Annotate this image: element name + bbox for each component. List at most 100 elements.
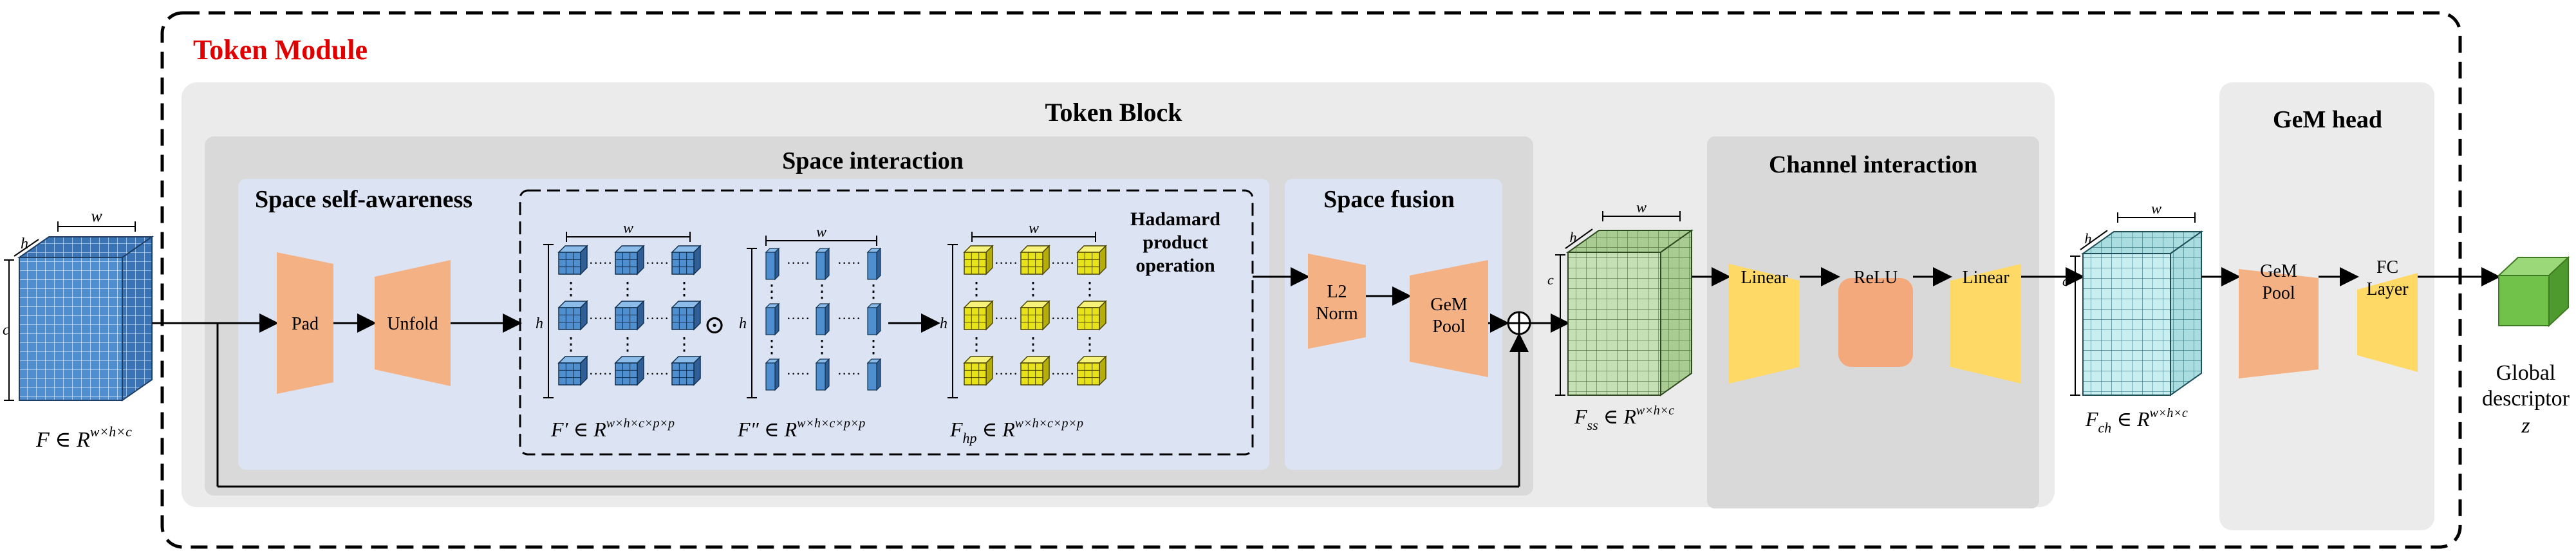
f-dprime-stick-dots-v: ⋮ (864, 337, 882, 357)
f-dprime-stick-dots-h: ····· (787, 366, 810, 382)
l2-norm-label-2: Norm (1316, 304, 1358, 324)
fch-h-dim (2080, 230, 2108, 250)
f-hp-cube-dots-h: ····· (994, 255, 1018, 271)
fch-tensor-cube (2080, 230, 2204, 396)
f-prime-cube-item (614, 300, 645, 331)
fch-w-label: w (2151, 201, 2161, 218)
input-h-label: h (21, 236, 28, 252)
f-dprime-stick-dots-h: ····· (837, 310, 861, 326)
f-hp-cube-dots-v: ⋮ (967, 279, 985, 299)
f-hp-cube-item (1076, 245, 1107, 275)
f-dprime-stick-item (815, 302, 830, 336)
f-prime-cube-item (557, 300, 588, 331)
f-dprime-stick-dots-h: ····· (837, 255, 861, 271)
f-hp-cube-dots-h: ····· (994, 366, 1018, 382)
f-prime-cube-item (557, 245, 588, 275)
f-prime-cube-dots-v: ⋮ (619, 279, 637, 299)
token-module-title: Token Module (193, 34, 368, 66)
f-hp-cube-dots-h: ····· (1051, 366, 1075, 382)
f-hp-cube-item (1020, 245, 1050, 275)
head-gem-label-1: GeM (2260, 261, 2297, 281)
gem-pool-block (1410, 260, 1488, 377)
space-self-awareness-title: Space self-awareness (255, 186, 472, 213)
channel-interaction-title: Channel interaction (1769, 151, 1977, 178)
f-dprime-stick-item (765, 302, 780, 336)
f-hp-cube-item (1020, 300, 1050, 331)
f-hp-formula: Fhp ∈ Rw×h×c×p×p (949, 416, 1083, 446)
f-dprime-stick-item (765, 358, 780, 391)
input-h-dim (14, 239, 39, 257)
f-dprime-h-label: h (739, 315, 747, 332)
pad-label: Pad (292, 314, 319, 334)
relu-label: ReLU (1854, 268, 1898, 288)
fch-c-label: c (2062, 273, 2069, 289)
f-dprime-stick-dots-v: ⋮ (864, 282, 882, 302)
f-hp-h-label: h (940, 315, 947, 332)
f-hp-cube-dots-h: ····· (1051, 310, 1075, 326)
linear1-block (1729, 264, 1800, 384)
token-module-border (160, 11, 2462, 549)
f-dprime-stick-dots-v: ⋮ (813, 337, 831, 357)
hadamard-label-2: product (1143, 232, 1208, 253)
f-prime-cube-dots-h: ····· (589, 310, 613, 326)
input-w-label: w (91, 207, 102, 225)
l2-norm-label-1: L2 (1327, 282, 1347, 302)
gem-head-panel (2219, 82, 2434, 530)
fch-h-label: h (2085, 230, 2092, 246)
space-interaction-title: Space interaction (782, 147, 964, 174)
f-dprime-stick-item (815, 358, 830, 391)
f-dprime-stick-dots-h: ····· (787, 310, 810, 326)
f-dprime-stick-dots-v: ⋮ (763, 282, 781, 302)
f-dprime-stick-item (866, 247, 882, 281)
f-dprime-formula: F″ ∈ Rw×h×c×p×p (737, 416, 865, 441)
f-prime-cube-dots-v: ⋮ (675, 335, 693, 355)
f-dprime-stick-item (815, 247, 830, 281)
f-prime-cube-dots-h: ····· (646, 310, 669, 326)
f-prime-cube-grid: ·····⋮·····⋮⋮·····⋮·····⋮⋮·········· (557, 245, 702, 386)
f-dprime-stick-dots-v: ⋮ (813, 282, 831, 302)
f-dprime-stick-dots-v: ⋮ (763, 337, 781, 357)
f-hp-cube-item (1076, 300, 1107, 331)
space-fusion-title: Space fusion (1323, 186, 1455, 213)
input-tensor-cube (17, 236, 154, 402)
f-prime-w-label: w (623, 220, 633, 237)
f-prime-cube-dots-h: ····· (646, 255, 669, 271)
f-hp-cube-dots-v: ⋮ (1081, 279, 1099, 299)
gem-head-title: GeM head (2273, 106, 2382, 133)
f-prime-h-label: h (536, 315, 543, 332)
output-var: z (2521, 414, 2530, 438)
f-hp-cube-item (1076, 355, 1107, 386)
hadamard-label-3: operation (1135, 255, 1215, 276)
linear2-label: Linear (1962, 268, 2010, 288)
fc-label-1: FC (2376, 257, 2398, 277)
f-dprime-stick-item (765, 247, 780, 281)
fss-w-label: w (1636, 200, 1647, 216)
f-prime-cube-dots-v: ⋮ (562, 335, 580, 355)
f-prime-cube-dots-h: ····· (589, 255, 613, 271)
linear2-block (1950, 264, 2021, 384)
fc-layer-block (2357, 273, 2418, 372)
fss-c-label: c (1547, 272, 1554, 288)
f-prime-cube-item (614, 245, 645, 275)
head-gem-pool-block (2239, 269, 2319, 378)
output-label-2: descriptor (2482, 387, 2570, 411)
unfold-label: Unfold (387, 314, 438, 334)
space-self-awareness-panel (238, 179, 1269, 470)
f-prime-cube-item (557, 355, 588, 386)
f-hp-cube-item (963, 245, 994, 275)
fss-formula: Fss ∈ Rw×h×c (1574, 404, 1674, 433)
f-hp-cube-item (963, 300, 994, 331)
f-prime-cube-item (671, 300, 702, 331)
f-hp-cube-dots-v: ⋮ (1024, 335, 1042, 355)
f-prime-cube-dots-v: ⋮ (675, 279, 693, 299)
unfold-block (375, 260, 451, 386)
f-dprime-stick-item (866, 302, 882, 336)
fss-tensor-cube (1565, 229, 1694, 396)
f-dprime-stick-item (866, 358, 882, 391)
output-label-1: Global (2496, 361, 2556, 385)
token-block-title: Token Block (1045, 98, 1182, 127)
fc-label-2: Layer (2366, 279, 2409, 299)
f-hp-cube-dots-v: ⋮ (1024, 279, 1042, 299)
input-c-label: c (3, 322, 10, 339)
